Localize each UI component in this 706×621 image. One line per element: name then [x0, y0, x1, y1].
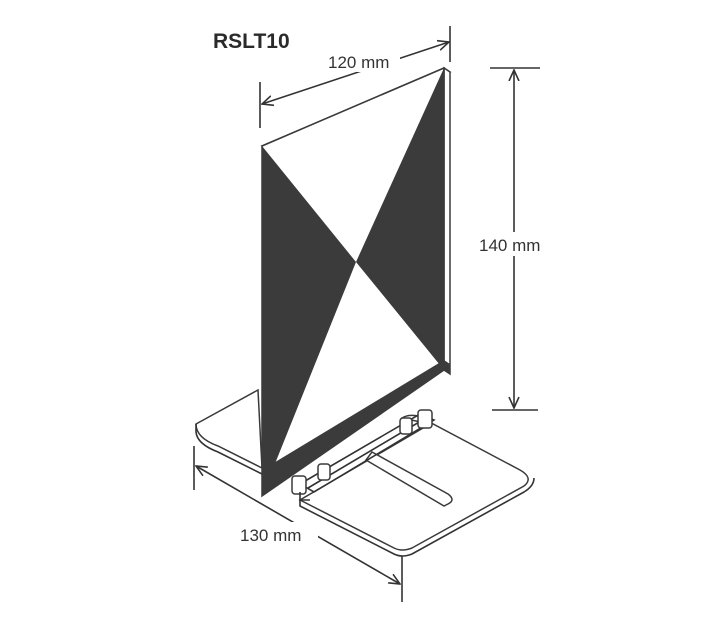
model-label: RSLT10 — [213, 30, 290, 53]
bottom-band — [262, 360, 444, 496]
depth-dimension: 130 mm — [193, 446, 403, 602]
left-dark-triangle — [262, 146, 356, 496]
depth-label: 130 mm — [240, 526, 301, 545]
right-dark-triangle — [356, 68, 444, 370]
width-label: 120 mm — [328, 53, 389, 72]
sign-panel — [260, 66, 452, 498]
height-label: 140 mm — [479, 236, 540, 255]
width-dimension: 120 mm — [259, 26, 450, 128]
height-dimension: 140 mm — [476, 67, 554, 411]
